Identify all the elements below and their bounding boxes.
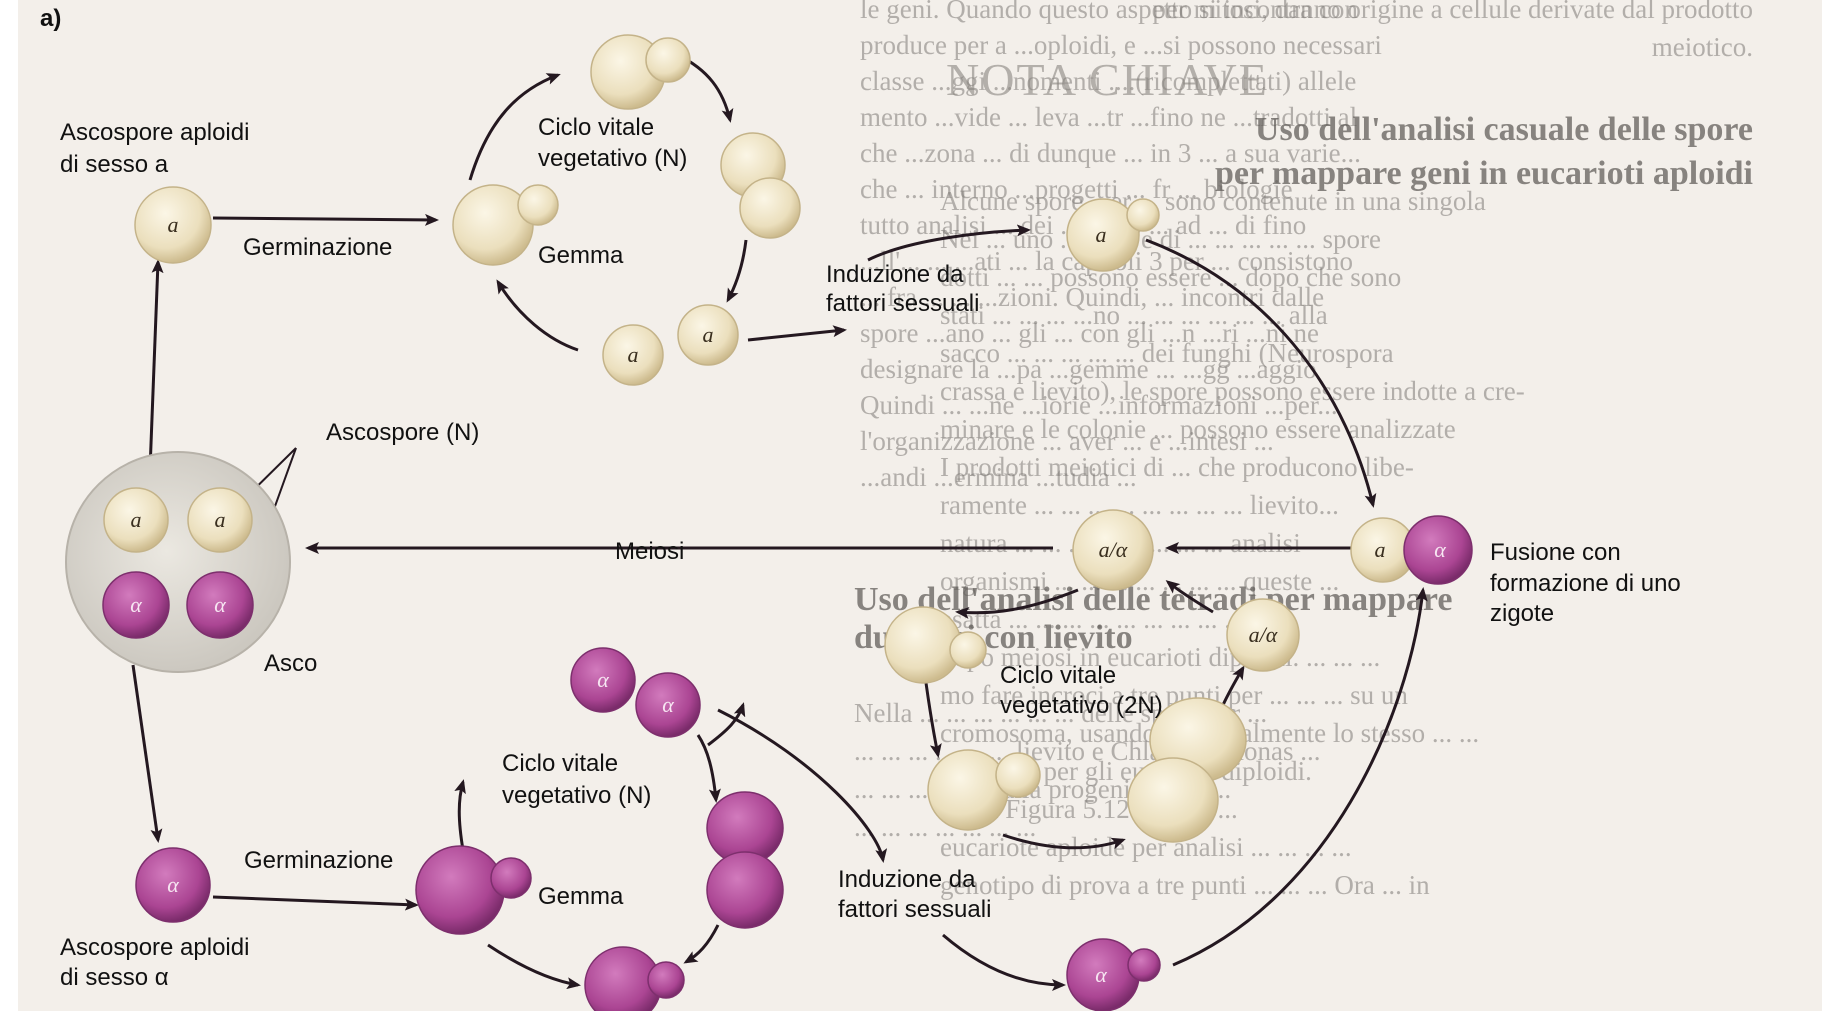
cell-alpha-1: α — [571, 648, 635, 712]
ascospore-alpha-1: α — [103, 572, 169, 638]
label-ciclo-vitale-2n-2: vegetativo (2N) — [1000, 692, 1163, 719]
label-gemma-top: Gemma — [538, 242, 624, 269]
diagram-canvas: le geni. Quando questo aspetto si incont… — [18, 0, 1822, 1011]
cell-letter-a: a — [131, 507, 142, 532]
cell-letter-a: a — [628, 342, 639, 367]
background-text-line: NOTA CHIAVE — [946, 54, 1269, 105]
background-text-line: Nei ... uno ... ... ... e di ... ... ...… — [940, 224, 1381, 254]
cell-letter-alpha: α — [214, 592, 226, 617]
cell-letter-a: a — [1375, 537, 1386, 562]
label-ciclo-vitale-top-2: vegetativo (N) — [538, 145, 687, 172]
cell-letter-alpha: α — [662, 692, 674, 717]
ascospore-a-2: a — [188, 488, 252, 552]
cell-letter-alpha: α — [1434, 537, 1446, 562]
label-ascospore-alpha-1: Ascospore aploidi — [60, 934, 249, 961]
background-text-line: ramente ... ... ... ... ... ... ... ... … — [940, 490, 1339, 520]
cell-letter-diploid: a/α — [1249, 622, 1278, 647]
background-text-line: dotti ... ... possono essere ... dopo ch… — [940, 262, 1401, 292]
label-fusione-2: formazione di uno — [1490, 570, 1681, 597]
cell-diploid-right: a/α — [1227, 599, 1299, 671]
cell-a-pair-bottom-1: a — [603, 325, 663, 385]
cell-alpha-2: α — [636, 673, 700, 737]
panel-label: a) — [40, 5, 61, 32]
label-ciclo-vitale-top-1: Ciclo vitale — [538, 114, 654, 141]
label-ascospore-a-2: di sesso a — [60, 151, 169, 178]
background-text-line: crassa e lievito), le spore possono esse… — [940, 376, 1525, 406]
label-ascospore-alpha-2: di sesso α — [60, 964, 169, 991]
background-text-line: minare e le colonie ... possono essere a… — [940, 414, 1456, 444]
cell-alpha-ascospore-bottom: α — [136, 848, 210, 922]
cell-letter-alpha: α — [130, 592, 142, 617]
background-text-line: stati ... ... ... ...no ... ... ... ... … — [940, 300, 1328, 330]
label-induzione-top-2: fattori sessuali — [826, 290, 979, 317]
cell-letter-alpha: α — [1095, 962, 1107, 987]
cell-letter-diploid: a/α — [1099, 537, 1128, 562]
yeast-life-cycle-figure: le geni. Quando questo aspetto si incont… — [18, 0, 1822, 1011]
background-text-line: sacco ... ... ... ... ... dei funghi (Ne… — [940, 338, 1394, 368]
label-ciclo-vitale-2n-1: Ciclo vitale — [1000, 662, 1116, 689]
background-text-line: per mitosi, danno origine a cellule deri… — [1152, 0, 1753, 24]
background-text-line: I prodotti meiotici di ... che producono… — [940, 452, 1414, 482]
cell-letter-alpha: α — [167, 872, 179, 897]
label-fusione-3: zigote — [1490, 600, 1554, 627]
cell-letter-a: a — [215, 507, 226, 532]
ascospore-a-1: a — [104, 488, 168, 552]
cell-letter-a: a — [168, 212, 179, 237]
label-fusione-1: Fusione con — [1490, 539, 1621, 566]
label-induzione-top-1: Induzione da — [826, 261, 964, 288]
background-text-line: ... ... ... ... ... ... lievito e Chlamy… — [854, 736, 1320, 766]
cell-letter-a: a — [703, 322, 714, 347]
background-text-line: genotipo di prova a tre punti ... ... ..… — [940, 870, 1430, 900]
label-induzione-bottom-1: Induzione da — [838, 866, 976, 893]
ascospore-alpha-2: α — [187, 572, 253, 638]
cell-a-pair-bottom-2: a — [678, 305, 738, 365]
label-meiosi: Meiosi — [615, 538, 684, 565]
label-asco: Asco — [264, 650, 317, 677]
label-ascospore-a-1: Ascospore aploidi — [60, 119, 249, 146]
label-induzione-bottom-2: fattori sessuali — [838, 896, 991, 923]
cell-letter-alpha: α — [597, 667, 609, 692]
cell-diploid-main: a/α — [1073, 510, 1153, 590]
background-text-line: Alcune spore ...er ... sono contenute in… — [940, 186, 1486, 216]
label-ciclo-vitale-bottom-1: Ciclo vitale — [502, 750, 618, 777]
arrow-germination-top — [213, 218, 436, 220]
label-ciclo-vitale-bottom-2: vegetativo (N) — [502, 782, 651, 809]
label-ascospore-n: Ascospore (N) — [326, 419, 479, 446]
background-text-line: Uso dell'analisi casuale delle spore — [1255, 111, 1753, 148]
cell-a-ascospore-top: a — [135, 187, 211, 263]
cell-letter-a: a — [1096, 222, 1107, 247]
label-germinazione-bottom: Germinazione — [244, 847, 393, 874]
ascus-sac — [66, 452, 290, 672]
background-text-line: meiotico. — [1652, 32, 1753, 62]
label-gemma-bottom: Gemma — [538, 883, 624, 910]
label-germinazione-top: Germinazione — [243, 234, 392, 261]
